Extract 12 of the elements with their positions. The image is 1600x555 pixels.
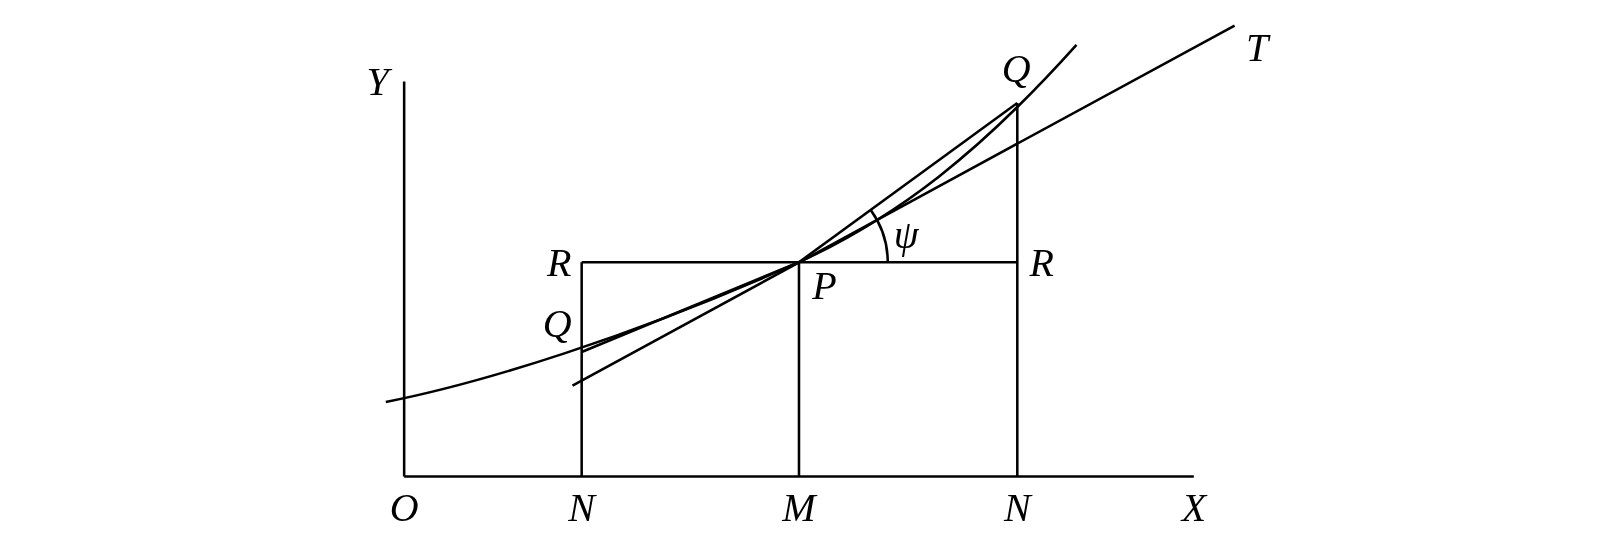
point-label: T: [1246, 27, 1269, 68]
angle-label: ψ: [893, 214, 919, 255]
point-label: P: [812, 265, 837, 306]
point-label: N: [568, 488, 595, 529]
point-label: M: [782, 488, 816, 529]
point-label: Q: [1001, 49, 1031, 90]
point-label: R: [546, 243, 572, 284]
point-label: N: [1004, 488, 1031, 529]
point-label: R: [1029, 243, 1055, 284]
point-label: O: [389, 488, 419, 529]
axis-label: X: [1181, 488, 1207, 529]
point-label: Q: [542, 304, 572, 345]
